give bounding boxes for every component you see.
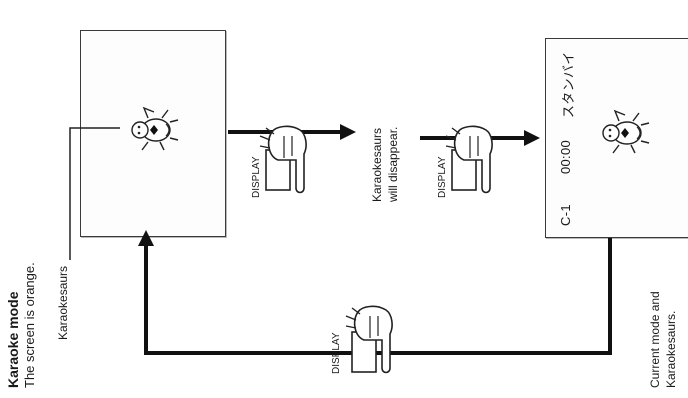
osd-channel: C-1 (558, 204, 573, 226)
arrow-up-icon (138, 230, 154, 246)
return-loop-line (144, 238, 612, 355)
display-button-label-1[interactable]: DISPLAY (251, 156, 262, 199)
osd-status: スタンバイ (561, 51, 576, 118)
dinosaur-icon-right (602, 110, 650, 154)
current-mode-message-line2: Karaokesaurs. (664, 310, 678, 388)
display-button-label-2[interactable]: DISPLAY (437, 156, 448, 199)
current-mode-message-line1: Current mode and (648, 291, 662, 388)
display-button-label-3[interactable]: DISPLAY (331, 332, 342, 375)
karaokesaurs-label: Karaokesaurs (56, 265, 70, 340)
karaokesaurs-pointer-line (69, 127, 120, 260)
dinosaur-icon-left (131, 107, 179, 151)
disappear-message-line1: Karaokesaurs (370, 127, 384, 202)
disappear-message-line2: will disappear. (386, 126, 400, 202)
osd-time: 00:00 (558, 139, 573, 174)
